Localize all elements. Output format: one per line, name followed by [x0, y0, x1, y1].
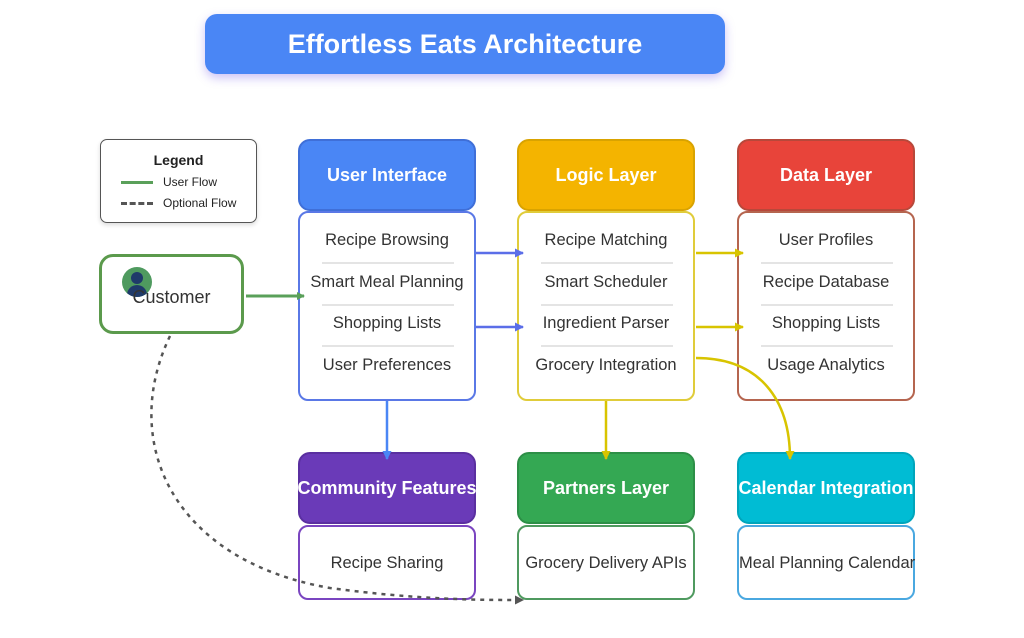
data-item-shopping-lists[interactable]: Shopping Lists	[771, 314, 881, 332]
divider	[541, 262, 673, 264]
partners-layer-title: Partners Layer	[542, 477, 670, 498]
divider	[322, 262, 454, 264]
user-interface-title: User Interface	[326, 164, 448, 185]
calendar-item-meal-planning-calendar[interactable]: Meal Planning Calendar	[739, 554, 916, 572]
logic-layer-title: Logic Layer	[555, 164, 657, 185]
data-layer-body: User Profiles Recipe Database Shopping L…	[737, 211, 915, 401]
user-interface-header[interactable]: User Interface	[298, 139, 476, 211]
partners-layer-body: Grocery Delivery APIs	[517, 525, 695, 600]
legend-user-flow-label: User Flow	[163, 175, 218, 189]
user-avatar-icon	[122, 267, 152, 297]
data-item-usage-analytics[interactable]: Usage Analytics	[767, 356, 885, 374]
legend-title: Legend	[153, 152, 204, 168]
customer-label: Customer	[132, 287, 211, 307]
calendar-integration-header[interactable]: Calendar Integration	[737, 452, 915, 524]
solid-line-icon	[121, 180, 153, 184]
community-features-header[interactable]: Community Features	[297, 452, 477, 524]
legend-user-flow: User Flow	[121, 175, 217, 189]
data-item-recipe-database[interactable]: Recipe Database	[762, 273, 890, 291]
ui-item-recipe-browsing[interactable]: Recipe Browsing	[325, 231, 449, 249]
calendar-integration-body: Meal Planning Calendar	[737, 525, 915, 600]
logic-layer-body: Recipe Matching Smart Scheduler Ingredie…	[517, 211, 695, 401]
divider	[322, 345, 454, 347]
legend: Legend User Flow Optional Flow	[100, 139, 257, 223]
divider	[761, 262, 893, 264]
data-layer-header[interactable]: Data Layer	[737, 139, 915, 211]
logic-layer-header[interactable]: Logic Layer	[517, 139, 695, 211]
legend-optional-flow: Optional Flow	[121, 196, 236, 210]
calendar-integration-title: Calendar Integration	[738, 477, 914, 498]
community-features-body: Recipe Sharing	[298, 525, 476, 600]
logic-item-ingredient-parser[interactable]: Ingredient Parser	[542, 314, 670, 332]
diagram-title-banner: Effortless Eats Architecture	[205, 14, 725, 74]
user-interface-body: Recipe Browsing Smart Meal Planning Shop…	[298, 211, 476, 401]
dashed-line-icon	[121, 201, 153, 205]
logic-item-smart-scheduler[interactable]: Smart Scheduler	[544, 273, 668, 291]
logic-item-grocery-integration[interactable]: Grocery Integration	[535, 356, 677, 374]
ui-item-shopping-lists[interactable]: Shopping Lists	[332, 314, 442, 332]
diagram-title: Effortless Eats Architecture	[287, 28, 643, 59]
data-layer-title: Data Layer	[779, 164, 873, 185]
divider	[761, 304, 893, 306]
legend-optional-flow-label: Optional Flow	[163, 196, 237, 210]
divider	[322, 304, 454, 306]
ui-item-smart-meal-planning[interactable]: Smart Meal Planning	[310, 273, 464, 291]
community-features-title: Community Features	[297, 477, 477, 498]
data-item-user-profiles[interactable]: User Profiles	[778, 231, 874, 249]
ui-item-user-preferences[interactable]: User Preferences	[322, 356, 452, 374]
logic-item-recipe-matching[interactable]: Recipe Matching	[544, 231, 668, 249]
divider	[541, 304, 673, 306]
partners-item-grocery-delivery-apis[interactable]: Grocery Delivery APIs	[525, 554, 687, 572]
customer-node[interactable]: Customer	[99, 254, 244, 334]
divider	[761, 345, 893, 347]
divider	[541, 345, 673, 347]
community-item-recipe-sharing[interactable]: Recipe Sharing	[330, 554, 444, 572]
partners-layer-header[interactable]: Partners Layer	[517, 452, 695, 524]
